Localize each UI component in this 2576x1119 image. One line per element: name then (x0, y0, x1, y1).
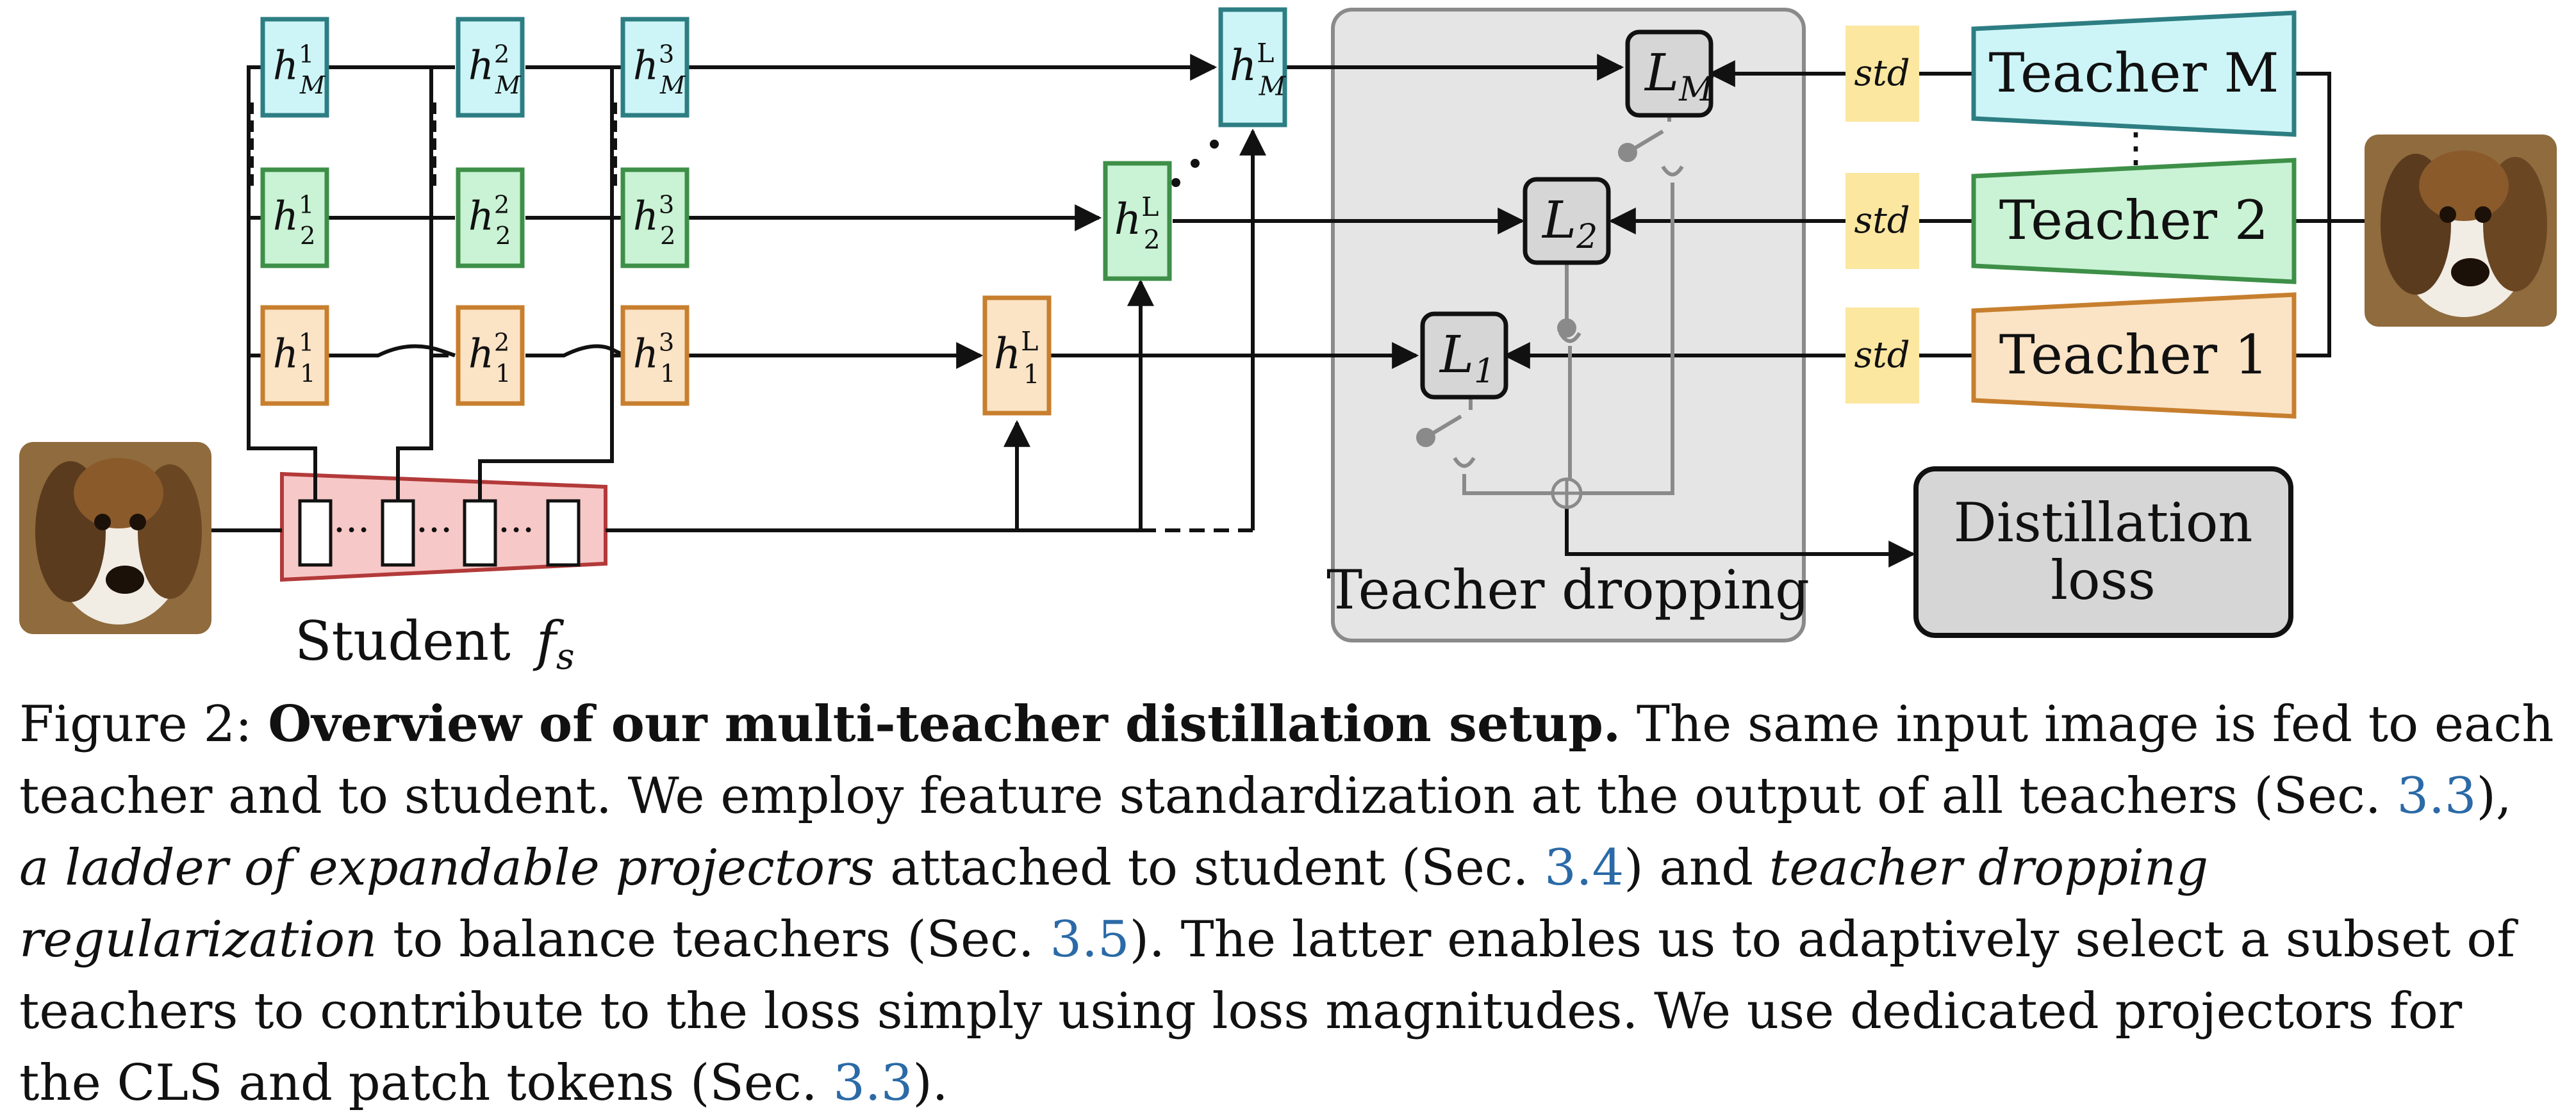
loss-1-label: L1 (1439, 325, 1495, 391)
teacher-1-label: Teacher 2 (1999, 189, 2268, 252)
caption-italic-1: a ladder of expandable projectors (19, 839, 875, 897)
teacher-0-label: Teacher M (1988, 42, 2279, 104)
student-dots-2: ··· (416, 508, 452, 553)
loss-M-label: LM (1644, 43, 1714, 109)
distillation-loss-line2: loss (2051, 549, 2156, 612)
caption-text-4: ) and (1624, 839, 1769, 897)
caption-italic-2: teacher dropping regularization (19, 839, 2209, 968)
std-box-1: std (1845, 26, 1919, 122)
caption-text-1: The same input image is fed to each teac… (19, 696, 2554, 825)
student-dots-1: ··· (333, 508, 370, 553)
teacher-dropping-label: Teacher dropping (1326, 559, 1810, 621)
caption-text-5: to balance teachers (Sec. (377, 911, 1050, 968)
figure-caption: Figure 2: Overview of our multi-teacher … (19, 689, 2557, 1119)
distillation-loss-line1: Distillation (1953, 491, 2252, 554)
student-dots-3: ··· (498, 508, 534, 553)
caption-text-2: ), (2476, 767, 2512, 825)
student-encoder (280, 471, 607, 582)
loss-1: L1 (1420, 311, 1508, 400)
std-boxes: std std std (1845, 26, 1919, 404)
loss-2: L2 (1523, 177, 1611, 265)
teacher-1: Teacher 2 (1971, 158, 2297, 284)
distillation-loss-box (1913, 466, 2293, 638)
std-box-3: std (1845, 307, 1919, 404)
sum-node (1551, 477, 1583, 509)
caption-ref-3[interactable]: 3.5 (1050, 911, 1130, 968)
loss-M: LM (1625, 29, 1714, 118)
teacher-2-label: Teacher 1 (1999, 323, 2268, 386)
caption-title: Overview of our multi-teacher distillati… (268, 695, 1621, 753)
caption-ref-4[interactable]: 3.3 (833, 1054, 913, 1112)
std-box-2: std (1845, 173, 1919, 269)
teacher-2: Teacher 1 (1971, 292, 2297, 419)
caption-text-7: ). (912, 1054, 948, 1112)
caption-figure-label: Figure 2: (19, 696, 252, 753)
caption-ref-2[interactable]: 3.4 (1544, 839, 1624, 897)
input-image-right (2365, 135, 2557, 327)
teacher-0: Teacher M (1971, 10, 2297, 137)
std-label-2: std (1854, 200, 1910, 241)
teacher-boxes: Teacher M Teacher 2 Teacher 1 (1971, 10, 2297, 419)
std-label-3: std (1854, 334, 1910, 376)
input-image-left (19, 442, 211, 634)
std-label-1: std (1854, 53, 1910, 94)
caption-ref-1[interactable]: 3.3 (2397, 767, 2477, 825)
teacher-vdots: ⋮ (2115, 124, 2156, 172)
caption-text-3: attached to student (Sec. (874, 839, 1545, 897)
loss-2-label: L2 (1541, 190, 1598, 256)
